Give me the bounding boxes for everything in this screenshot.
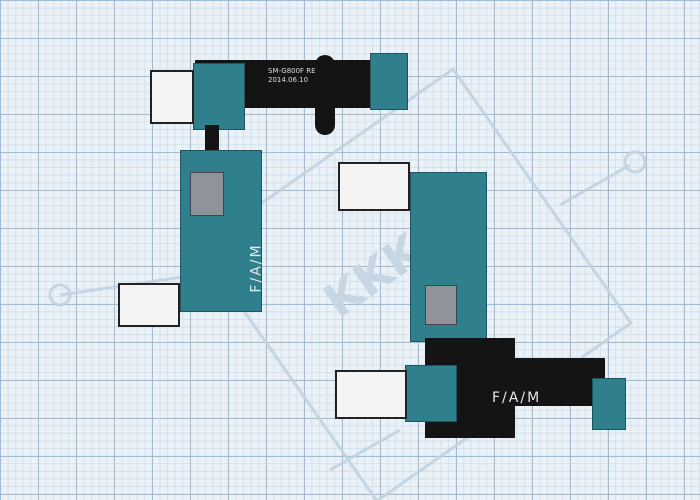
flex-arc xyxy=(315,55,335,135)
earpiece-top xyxy=(150,70,194,124)
usb-port-left xyxy=(190,172,224,216)
earpiece-right-bottom xyxy=(335,370,407,419)
earpiece-right-top xyxy=(338,162,410,211)
connector-board-right xyxy=(592,378,626,430)
usb-board-top xyxy=(193,63,245,130)
board-label-date: 2014.06.10 xyxy=(268,76,309,84)
side-label-right: F/A/M xyxy=(492,390,542,406)
flex-strip-left xyxy=(205,125,219,155)
earpiece-left xyxy=(118,283,180,327)
flex-bottom-right xyxy=(515,358,605,406)
board-label-model: SM-G800F REV 0.5 xyxy=(268,67,334,75)
usb-port-right xyxy=(425,285,457,325)
connector-board-top xyxy=(370,53,408,110)
side-label-left: F/A/M xyxy=(248,243,265,293)
jack-board-bottom xyxy=(405,365,457,422)
